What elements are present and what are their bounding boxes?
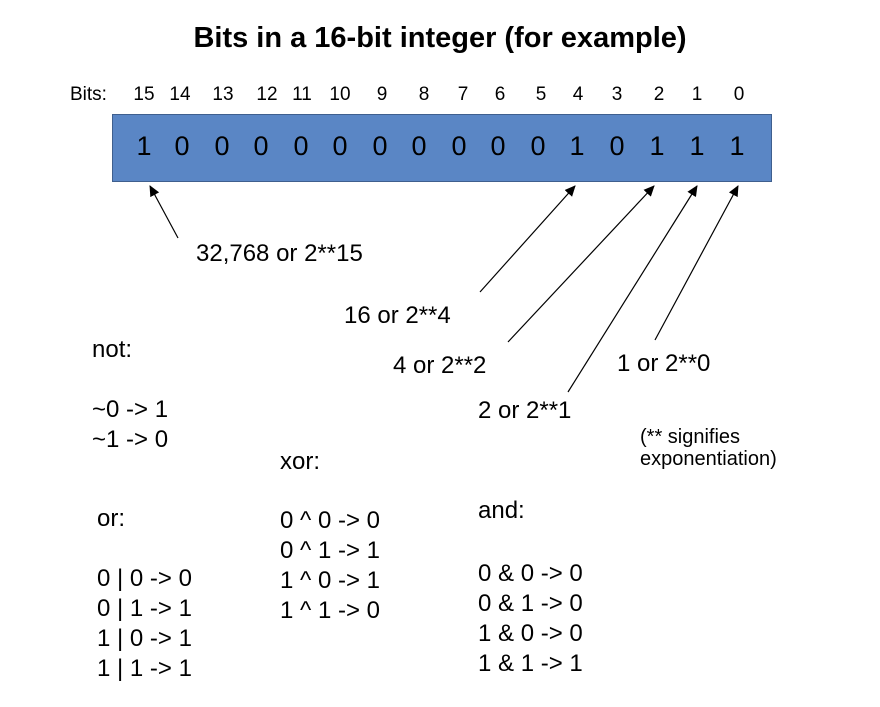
bit-register-box [112,114,772,182]
or-line: 0 | 1 -> 1 [97,595,192,622]
xor-line: 1 ^ 0 -> 1 [280,567,380,594]
arrow-bit-4 [479,185,576,293]
and-line: 1 & 0 -> 0 [478,620,583,647]
bit-value: 0 [332,131,348,161]
arrow-bit-2 [507,185,655,343]
bit-number: 11 [292,84,312,105]
bit-value: 0 [490,131,506,161]
and-line: 0 & 1 -> 0 [478,590,583,617]
bit-value: 1 [689,131,705,161]
bits-axis-label: Bits: [70,84,107,105]
bit-value: 0 [253,131,269,161]
bit-value: 1 [136,131,152,161]
bit-value: 0 [411,131,427,161]
bit-value: 1 [729,131,745,161]
arrow-bit-15 [149,185,179,239]
or-line: 0 | 0 -> 0 [97,565,192,592]
bit-number: 8 [418,84,430,105]
bit-value: 0 [372,131,388,161]
bit-value: 0 [609,131,625,161]
bit-value: 0 [530,131,546,161]
bit-value: 0 [174,131,190,161]
xor-line: 0 ^ 0 -> 0 [280,507,380,534]
arrow-bit-0 [654,185,739,341]
bit-number: 3 [611,84,623,105]
annotation-bit-0: 1 or 2**0 [617,350,711,377]
note-line: exponentiation) [640,448,777,470]
bit-number: 7 [457,84,469,105]
bit-number: 13 [212,84,234,105]
annotation-bit-2: 4 or 2**2 [393,352,487,379]
arrow-bit-1 [567,185,698,393]
bit-number: 10 [329,84,351,105]
bit-number: 6 [494,84,506,105]
bit-number: 4 [572,84,584,105]
xor-line: 0 ^ 1 -> 1 [280,537,380,564]
annotation-bit-4: 16 or 2**4 [344,302,451,329]
or-line: 1 | 1 -> 1 [97,655,192,682]
annotation-bit-15: 32,768 or 2**15 [196,240,363,267]
and-line: 1 & 1 -> 1 [478,650,583,677]
or-header: or: [97,505,126,532]
bit-value: 1 [569,131,585,161]
xor-header: xor: [280,448,321,475]
bit-value: 0 [451,131,467,161]
bit-number: 1 [691,84,703,105]
note-line: (** signifies [640,426,741,448]
bit-value: 0 [293,131,309,161]
bit-number: 5 [535,84,547,105]
bit-number: 15 [133,84,155,105]
bit-number: 14 [169,84,191,105]
not-header: not: [92,336,133,363]
diagram-title: Bits in a 16-bit integer (for example) [193,22,687,54]
bit-number: 9 [376,84,388,105]
bit-number: 12 [256,84,278,105]
bit-value: 0 [214,131,230,161]
or-line: 1 | 0 -> 1 [97,625,192,652]
xor-line: 1 ^ 1 -> 0 [280,597,380,624]
bit-number: 0 [733,84,745,105]
and-line: 0 & 0 -> 0 [478,560,583,587]
exponent-note: (** signifies exponentiation) [640,426,777,470]
bit-number: 2 [653,84,665,105]
and-header: and: [478,497,525,524]
not-line: ~0 -> 1 [92,396,169,423]
annotation-bit-1: 2 or 2**1 [478,397,572,424]
not-line: ~1 -> 0 [92,426,169,453]
bit-value: 1 [649,131,665,161]
